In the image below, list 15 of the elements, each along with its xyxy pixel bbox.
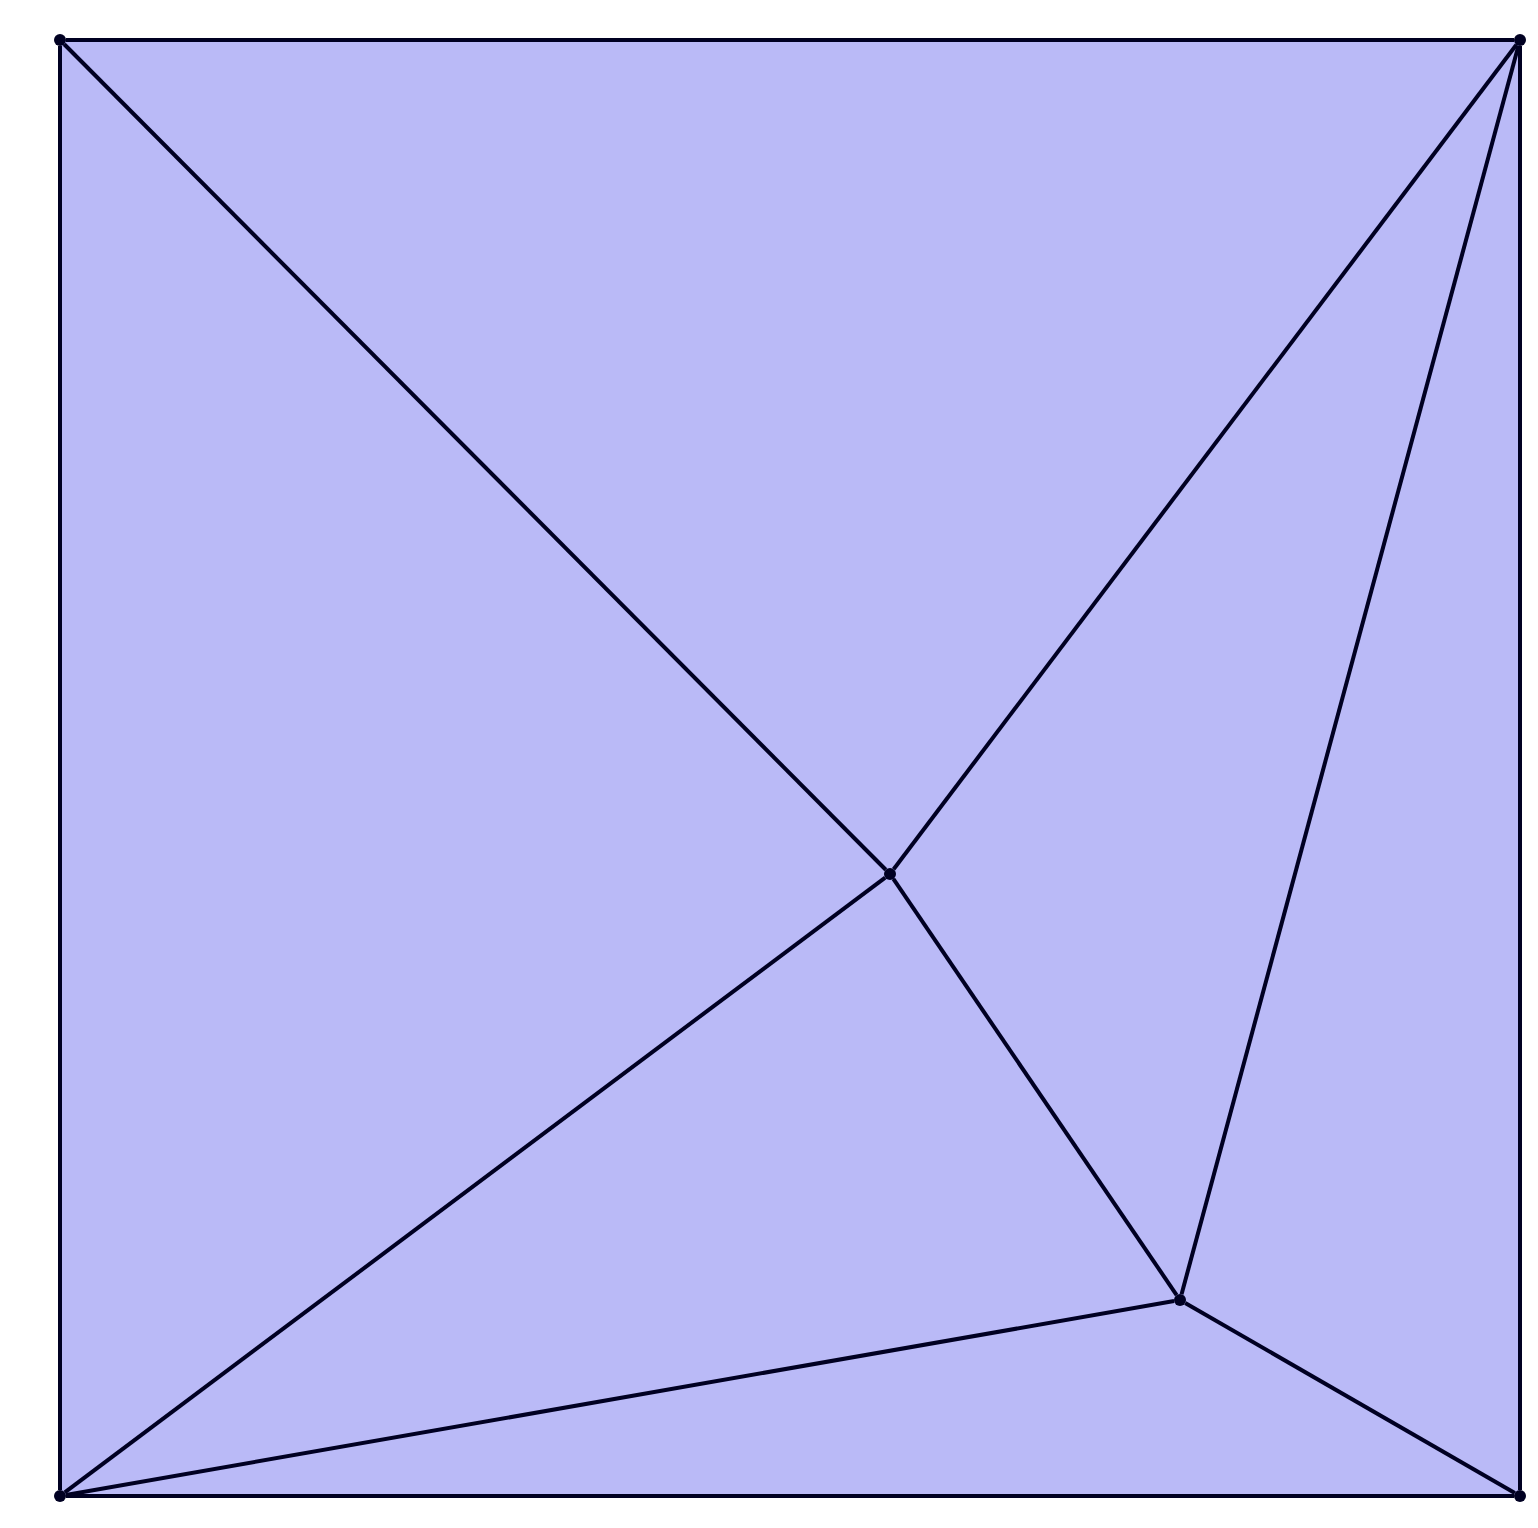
vertex-dot xyxy=(54,1490,66,1502)
triangle-edge xyxy=(65,1299,1175,1497)
vertex-dot xyxy=(54,34,66,46)
triangle-edge xyxy=(63,876,887,1494)
vertex-dot xyxy=(1514,34,1526,46)
triangle-edge xyxy=(66,1494,1514,1498)
triangle-edge xyxy=(1179,45,1521,1295)
triangle-edge xyxy=(892,43,1518,871)
triangle-edge xyxy=(1518,46,1522,1490)
triangle-edge xyxy=(66,38,1514,42)
triangle-edge xyxy=(891,877,1179,1297)
triangle-edge xyxy=(62,42,888,872)
triangle-edge xyxy=(58,46,62,1490)
vertex-dot xyxy=(1514,1490,1526,1502)
triangle-edge xyxy=(1184,1301,1516,1495)
